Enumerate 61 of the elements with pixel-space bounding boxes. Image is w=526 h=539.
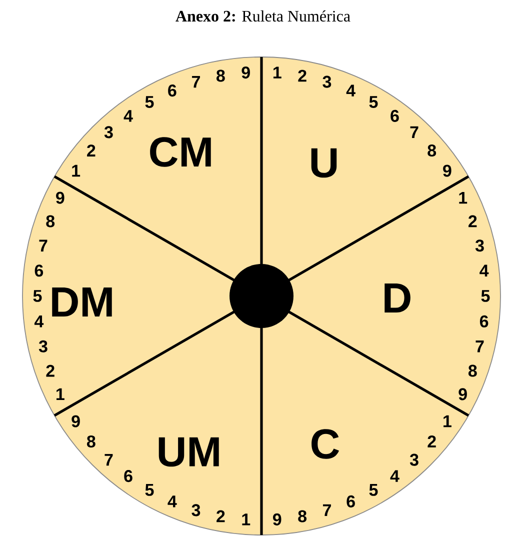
scale-number: 1 bbox=[72, 164, 80, 177]
scale-number: 7 bbox=[476, 340, 484, 352]
scale-number: 8 bbox=[216, 70, 225, 82]
scale-number: 4 bbox=[480, 264, 489, 276]
scale-number: 2 bbox=[428, 436, 436, 448]
scale-number: 3 bbox=[38, 340, 48, 352]
scale-number: 4 bbox=[124, 110, 133, 122]
scale-number: 1 bbox=[242, 514, 250, 526]
scale-number: 5 bbox=[481, 290, 490, 302]
scale-number: 9 bbox=[273, 513, 282, 526]
scale-number: 2 bbox=[216, 510, 225, 522]
scale-number: 5 bbox=[145, 96, 154, 108]
scale-number: 6 bbox=[346, 495, 355, 508]
scale-number: 7 bbox=[39, 240, 48, 252]
scale-number: 6 bbox=[390, 110, 399, 122]
scale-number: 4 bbox=[390, 470, 400, 482]
node-label: C bbox=[312, 429, 340, 459]
scale-number: 4 bbox=[168, 496, 177, 508]
title: Anexo 2: Ruleta Numérica bbox=[176, 10, 350, 22]
scale-number: 6 bbox=[34, 264, 44, 277]
scale-number: 9 bbox=[443, 164, 452, 177]
scale-number: 3 bbox=[322, 76, 332, 88]
node-label: DM bbox=[52, 288, 112, 316]
scale-number: 3 bbox=[410, 454, 418, 466]
scale-number: 9 bbox=[56, 192, 64, 204]
scale-number: 9 bbox=[72, 415, 80, 428]
scale-number: 2 bbox=[298, 70, 306, 82]
scale-number: 4 bbox=[34, 316, 44, 328]
scale-number: 7 bbox=[192, 76, 200, 88]
scale-number: 8 bbox=[428, 144, 436, 157]
scale-number: 7 bbox=[104, 454, 113, 466]
scale-number: 5 bbox=[369, 484, 378, 496]
scale-number: 2 bbox=[46, 364, 54, 377]
node-label: UM bbox=[158, 437, 219, 467]
scale-number: 5 bbox=[33, 290, 42, 302]
scale-number: 1 bbox=[273, 66, 282, 78]
scale-number: 6 bbox=[480, 315, 488, 328]
scale-number: 7 bbox=[410, 126, 418, 138]
scale-number: 1 bbox=[459, 192, 468, 204]
node-label: U bbox=[311, 148, 337, 178]
node-label: CM bbox=[150, 137, 211, 167]
scale-number: 4 bbox=[346, 84, 356, 96]
scale-number: 5 bbox=[145, 484, 154, 496]
scale-number: 2 bbox=[87, 144, 96, 156]
scale-number: 8 bbox=[86, 435, 96, 448]
scale-number: 8 bbox=[468, 364, 477, 377]
node-label: D bbox=[384, 284, 410, 312]
scale-number: 1 bbox=[56, 388, 64, 400]
scale-number: 6 bbox=[168, 84, 176, 97]
scale-number: 1 bbox=[444, 415, 452, 428]
scale-number: 9 bbox=[458, 388, 467, 400]
scale-number: 3 bbox=[104, 126, 113, 138]
scale-number: 8 bbox=[46, 215, 55, 228]
scale-number: 5 bbox=[369, 96, 378, 108]
scale-number: 3 bbox=[192, 504, 200, 516]
scale-number: 9 bbox=[242, 66, 250, 79]
scale-number: 6 bbox=[124, 470, 132, 482]
scale-number: 7 bbox=[323, 504, 331, 516]
scale-number: 8 bbox=[298, 510, 307, 522]
scale-number: 2 bbox=[468, 215, 477, 228]
scale-number: 3 bbox=[475, 240, 484, 252]
